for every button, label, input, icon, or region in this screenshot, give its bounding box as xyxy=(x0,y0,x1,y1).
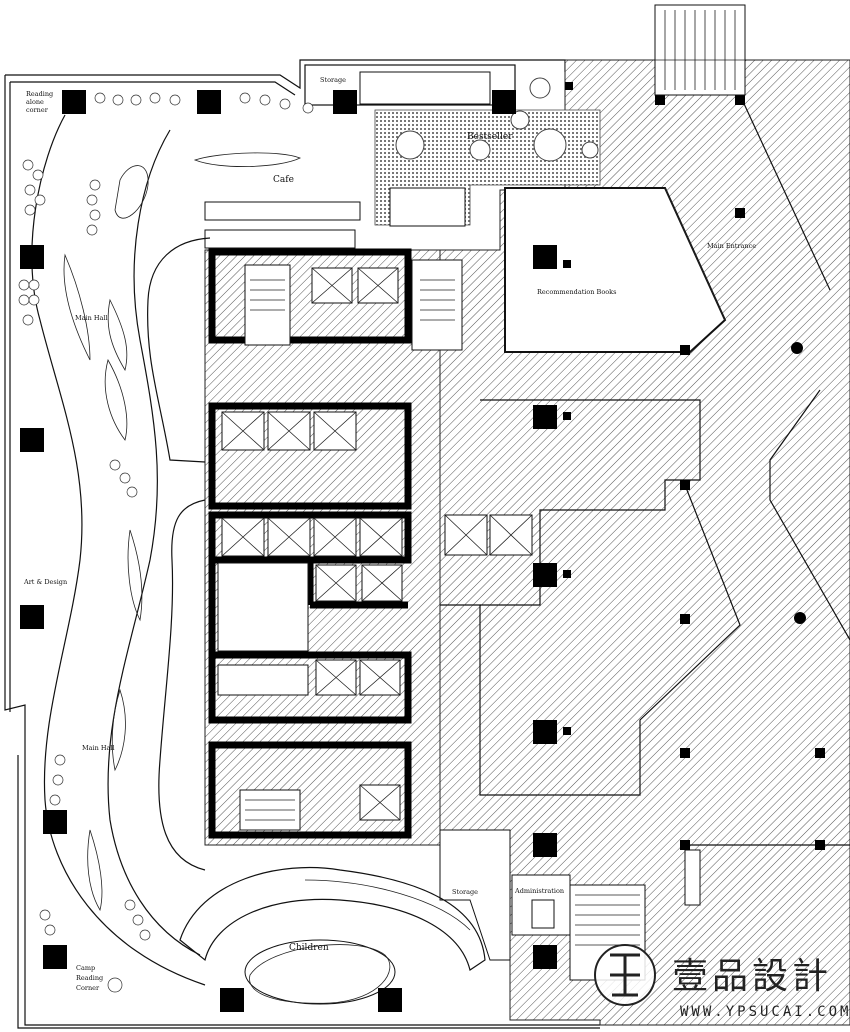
entrance-structure xyxy=(654,4,746,96)
watermark-url: WWW.YPSUCAI.COM xyxy=(680,1004,850,1020)
label-reading-alone-2: alone xyxy=(26,98,44,106)
toilets xyxy=(217,562,309,696)
label-cafe: Cafe xyxy=(273,175,294,185)
storage-top xyxy=(304,64,551,106)
label-storage-bottom: Storage xyxy=(452,888,478,896)
main-hall-shelving xyxy=(31,114,301,986)
label-administration: Administration xyxy=(514,887,564,895)
watermark: 壹品設計 WWW.YPSUCAI.COM xyxy=(594,944,850,1020)
label-camp-reading-1: Camp xyxy=(76,964,95,972)
label-reading-alone-3: corner xyxy=(26,106,49,114)
recommendation-room xyxy=(504,187,727,353)
administration-room xyxy=(511,874,571,936)
label-main-entrance: Main Entrance xyxy=(707,242,756,250)
storage-bottom xyxy=(439,829,511,961)
stairs xyxy=(239,259,646,981)
structural-columns xyxy=(20,82,825,1012)
label-children: Children xyxy=(289,943,329,953)
label-main-hall-bottom: Main Hall xyxy=(82,744,115,752)
label-bestseller: Bestseller xyxy=(467,132,513,142)
label-reading-alone-1: Reading xyxy=(26,90,53,98)
watermark-brand: 壹品設計 xyxy=(672,956,832,997)
core-walls xyxy=(208,248,412,839)
seating-circles xyxy=(18,92,314,993)
label-recommendation-books: Recommendation Books xyxy=(537,288,616,296)
cafe-counter xyxy=(204,187,466,249)
label-camp-reading-3: Corner xyxy=(76,984,100,992)
children-area xyxy=(179,867,486,1005)
label-camp-reading-2: Reading xyxy=(76,974,103,982)
label-art-design: Art & Design xyxy=(23,578,67,586)
elevators xyxy=(221,267,533,821)
label-main-hall-top: Main Hall xyxy=(75,314,108,322)
label-storage-top: Storage xyxy=(320,76,346,84)
